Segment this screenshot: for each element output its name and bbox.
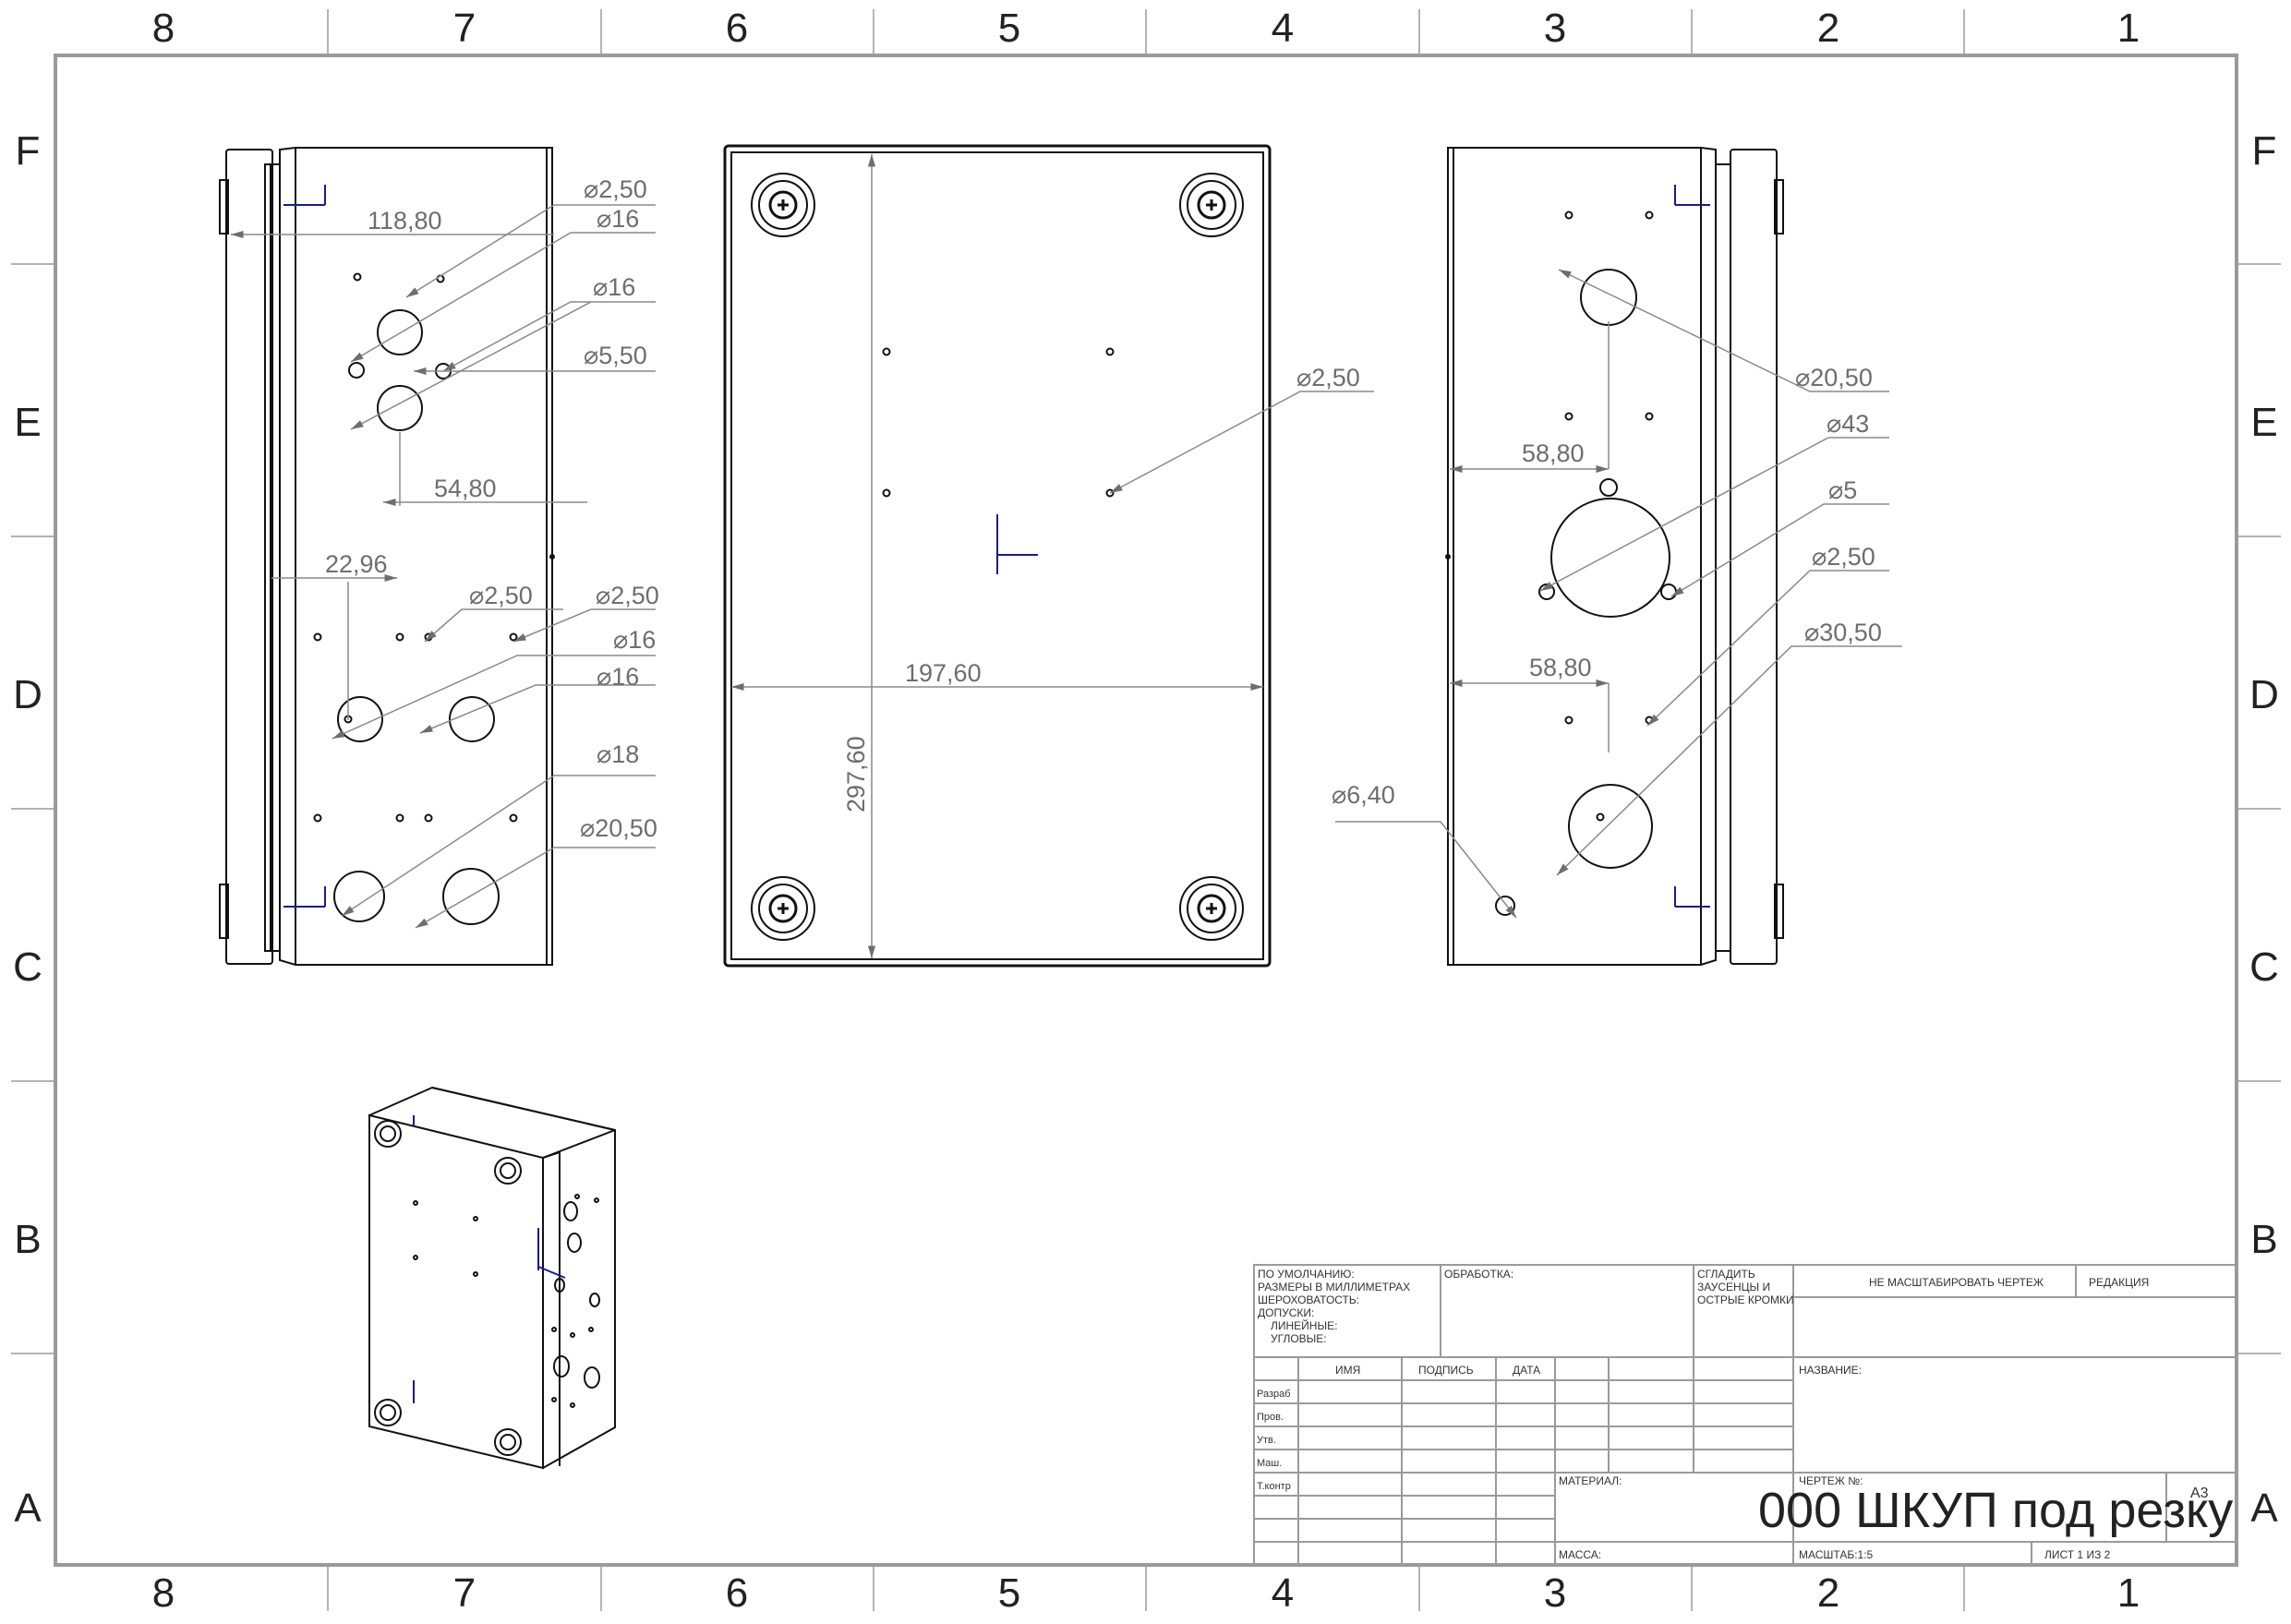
zone-row-label: C (13, 944, 42, 990)
front-view: 197,60 297,60 ⌀2,50 (723, 144, 1374, 968)
zone-col-label: 8 (152, 1570, 175, 1616)
dim-label: ⌀16 (613, 626, 656, 654)
zone-col-label: 5 (998, 1570, 1020, 1616)
zone-col-label: 7 (453, 6, 476, 51)
isometric-view (368, 1086, 616, 1470)
zone-row-label: B (14, 1217, 41, 1262)
tb-role: Разраб (1257, 1389, 1291, 1400)
tb-mass-label: МАССА: (1559, 1548, 1601, 1561)
tb-col-name: ИМЯ (1335, 1364, 1360, 1377)
zone-col-label: 1 (2117, 1570, 2140, 1616)
zone-col-label: 6 (726, 6, 748, 51)
dim-label: ⌀5 (1828, 476, 1857, 504)
tb-deburr-line: СГЛАДИТЬ (1697, 1268, 1755, 1281)
dim-label: 54,80 (434, 475, 497, 502)
zone-col-label: 4 (1272, 6, 1294, 51)
zone-row-label: D (2249, 672, 2279, 717)
dim-label: 58,80 (1529, 654, 1592, 681)
tb-defaults-line: ШЕРОХОВАТОСТЬ: (1258, 1293, 1359, 1306)
tb-sheet-no: ЛИСТ 1 ИЗ 2 (2044, 1548, 2111, 1561)
drawing-title: 000 ШКУП под резку (1758, 1483, 2233, 1538)
tb-revision: РЕДАКЦИЯ (2089, 1276, 2149, 1289)
dim-label: ⌀16 (597, 205, 639, 233)
dim-label: ⌀2,50 (596, 582, 659, 609)
tb-size: A3 (2190, 1486, 2209, 1501)
zone-labels: 8 7 6 5 4 3 2 1 8 7 6 5 4 3 2 1 F E D C … (13, 6, 2279, 1616)
zone-row-label: A (2250, 1486, 2278, 1531)
dim-label: ⌀5,50 (584, 342, 647, 369)
tb-title-label: НАЗВАНИЕ: (1799, 1364, 1862, 1377)
zone-row-label: F (16, 128, 41, 174)
right-side-view: 58,80 58,80 ⌀20,50 ⌀43 ⌀5 ⌀2,50 ⌀30,50 ⌀… (1332, 147, 1902, 966)
dim-label: 22,96 (325, 550, 388, 578)
zone-col-label: 7 (453, 1570, 476, 1616)
zone-col-label: 2 (1817, 1570, 1839, 1616)
dim-label: ⌀16 (597, 663, 639, 691)
zone-row-label: F (2252, 128, 2277, 174)
tb-finish-label: ОБРАБОТКА: (1444, 1268, 1513, 1281)
tb-role: Маш. (1257, 1458, 1282, 1469)
zone-row-label: C (2249, 944, 2279, 990)
zone-col-label: 5 (998, 6, 1020, 51)
zone-col-label: 6 (726, 1570, 748, 1616)
zone-row-label: E (14, 400, 41, 445)
dim-label: ⌀20,50 (1795, 364, 1873, 391)
zone-col-label: 3 (1544, 1570, 1566, 1616)
tb-defaults-line: ДОПУСКИ: (1258, 1306, 1314, 1319)
tb-role: Т.контр (1257, 1481, 1291, 1492)
tb-drawing-no-label: ЧЕРТЕЖ №: (1799, 1474, 1863, 1487)
zone-col-label: 4 (1272, 1570, 1294, 1616)
tb-deburr-line: ОСТРЫЕ КРОМКИ (1697, 1293, 1794, 1306)
zone-row-label: B (2250, 1217, 2277, 1262)
dim-label: ⌀16 (593, 273, 635, 301)
dim-label: ⌀2,50 (584, 175, 647, 203)
dim-label: ⌀2,50 (469, 582, 533, 609)
tb-no-scale: НЕ МАСШТАБИРОВАТЬ ЧЕРТЕЖ (1869, 1276, 2044, 1289)
zone-row-label: E (2250, 400, 2277, 445)
tb-defaults-line: ЛИНЕЙНЫЕ: (1271, 1318, 1337, 1332)
dim-label: ⌀6,40 (1332, 781, 1395, 809)
dim-label: 197,60 (905, 659, 982, 687)
zone-col-label: 3 (1544, 6, 1566, 51)
tb-defaults-line: ПО УМОЛЧАНИЮ: (1258, 1268, 1355, 1281)
zone-col-label: 8 (152, 6, 175, 51)
dim-label: 58,80 (1522, 439, 1585, 467)
dim-label: ⌀18 (597, 740, 639, 768)
tb-defaults-line: УГЛОВЫЕ: (1271, 1332, 1327, 1345)
dim-label: ⌀2,50 (1296, 364, 1360, 391)
dim-label: ⌀43 (1827, 410, 1869, 438)
left-side-view: 118,80 54,80 22,96 ⌀2,50 ⌀16 ⌀16 ⌀5,50 ⌀… (219, 147, 659, 966)
zone-row-label: D (13, 672, 42, 717)
tb-role: Утв. (1257, 1435, 1276, 1446)
tb-role: Пров. (1257, 1412, 1284, 1423)
tb-deburr-line: ЗАУСЕНЦЫ И (1697, 1281, 1770, 1293)
dim-label: ⌀30,50 (1804, 619, 1882, 646)
zone-col-label: 2 (1817, 6, 1839, 51)
tb-material-label: МАТЕРИАЛ: (1559, 1474, 1622, 1487)
zone-col-label: 1 (2117, 6, 2140, 51)
zone-row-label: A (14, 1486, 42, 1531)
tb-col-date: ДАТА (1513, 1364, 1540, 1377)
tb-scale: МАСШТАБ:1:5 (1799, 1548, 1874, 1561)
tb-col-sign: ПОДПИСЬ (1418, 1364, 1474, 1377)
title-block: ПО УМОЛЧАНИЮ: РАЗМЕРЫ В МИЛЛИМЕТРАХ ШЕРО… (1253, 1264, 2237, 1566)
dim-label: ⌀20,50 (580, 814, 657, 842)
dim-label: 118,80 (368, 207, 442, 235)
sheet-frame (11, 9, 2281, 1611)
dim-label: ⌀2,50 (1812, 543, 1875, 571)
tb-defaults-line: РАЗМЕРЫ В МИЛЛИМЕТРАХ (1258, 1281, 1410, 1293)
dim-label: 297,60 (842, 736, 870, 812)
